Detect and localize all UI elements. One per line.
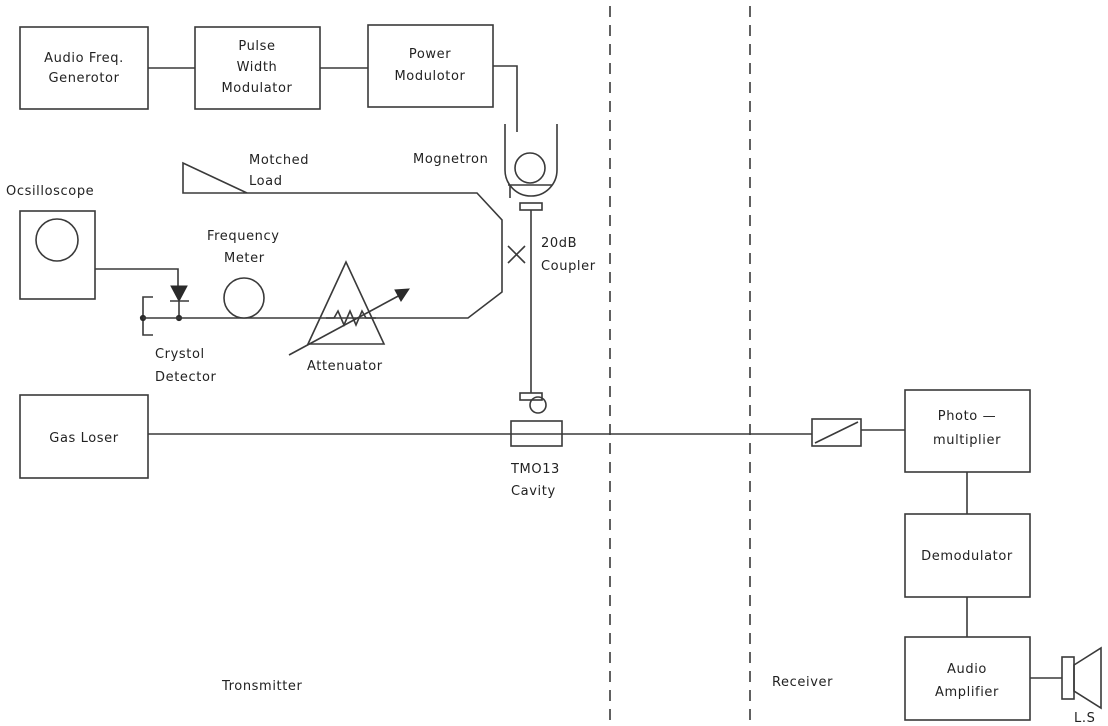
loudspeaker-label: L.S: [1074, 711, 1095, 726]
oscilloscope-screen: [35, 218, 79, 262]
matched-load: [182, 161, 248, 194]
crystal-detector-label-1: Crystol: [155, 347, 205, 362]
waveguide-loop: [247, 192, 503, 319]
photomultiplier-box: [904, 389, 1031, 473]
oscilloscope-label: Ocsilloscope: [6, 184, 94, 199]
cavity-probe: [529, 396, 547, 414]
photomultiplier-label-2: multiplier: [933, 433, 1001, 448]
coupler-flange-top: [519, 202, 543, 211]
attenuator-arrow-head: [394, 288, 410, 302]
gas-laser-box: [19, 394, 149, 479]
matched-load-label-2: Load: [249, 174, 283, 189]
magnetron-label: Mognetron: [413, 152, 488, 167]
oscilloscope-box: [19, 210, 96, 300]
gas-laser-label: Gas Loser: [49, 431, 118, 446]
pwm-label-3: Modulator: [221, 81, 292, 96]
transmitter-label: Tronsmitter: [221, 679, 303, 694]
photomultiplier-label-1: Photo —: [938, 409, 996, 424]
crystal-detector-label-2: Detector: [155, 370, 217, 385]
attenuator-triangle: [306, 260, 386, 345]
cavity-label-2: Cavity: [511, 484, 556, 499]
power-modulator-label-2: Modulotor: [394, 69, 465, 84]
magnetron-symbol: [514, 152, 546, 184]
matched-load-label-1: Motched: [249, 153, 309, 168]
coupler-label-1: 20dB: [541, 236, 577, 251]
coupler-cross-b: [507, 245, 526, 264]
audio-amplifier-box: [904, 636, 1031, 721]
audio-amplifier-label-1: Audio: [947, 662, 987, 677]
frequency-meter-label-2: Meter: [224, 251, 265, 266]
attenuator-arrow-shaft: [288, 293, 403, 356]
polarizer-diagonal: [814, 421, 859, 444]
pwm-label-1: Pulse: [238, 39, 275, 54]
oscilloscope-lead: [95, 268, 179, 286]
crystal-diode-icon: [170, 285, 188, 303]
cavity-label-1: TMO13: [510, 462, 560, 477]
magnetron-envelope: [504, 124, 558, 197]
demodulator-box: [904, 513, 1031, 598]
link-powermod-magnetron: [493, 65, 518, 132]
loudspeaker-icon: [1061, 656, 1075, 700]
receiver-label: Receiver: [772, 675, 833, 690]
loudspeaker-cone-icon: [1073, 646, 1102, 710]
frequency-meter-label-1: Frequency: [207, 229, 280, 244]
audio-freq-generator-box: [19, 26, 149, 110]
power-modulator-box: [367, 24, 494, 108]
pwm-label-2: Width: [237, 60, 278, 75]
audio-freq-generator-label-1: Audio Freq.: [44, 51, 124, 66]
audio-freq-generator-label-2: Generotor: [48, 71, 119, 86]
power-modulator-label-1: Power: [409, 47, 451, 62]
attenuator-resistor: [326, 308, 376, 328]
frequency-meter-icon: [223, 277, 265, 319]
audio-amplifier-label-2: Amplifier: [935, 685, 999, 700]
demodulator-label: Demodulator: [921, 549, 1013, 564]
coupler-label-2: Coupler: [541, 259, 596, 274]
attenuator-label: Attenuator: [307, 359, 383, 374]
